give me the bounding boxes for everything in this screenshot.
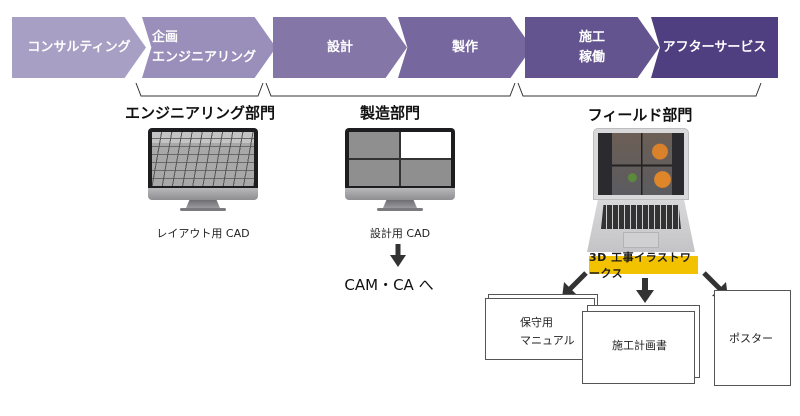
arrow-down-icon	[390, 244, 406, 267]
poster-card	[714, 290, 791, 386]
department-title-field: フィールド部門	[587, 106, 693, 124]
design-cad-screen	[349, 132, 451, 186]
process-step-label: 設計	[326, 39, 353, 55]
process-step-consulting: コンサルティング	[12, 17, 146, 78]
department-title-engineering: エンジニアリング部門	[124, 104, 275, 122]
poster-label: ポスター	[729, 332, 773, 345]
department-title-manufacturing: 製造部門	[359, 104, 420, 122]
construction-plan-card	[582, 311, 695, 384]
process-step-design: 設計	[273, 17, 407, 78]
3d-koji-illust-works-logo: 3D 工事イラストワークス	[589, 251, 698, 280]
maintenance-manual-label: 保守用 マニュアル	[520, 316, 575, 347]
construction-plan-label: 施工計画書	[612, 339, 667, 352]
process-step-planning-engineering: 企画 エンジニアリング	[142, 17, 276, 78]
process-step-label: 製作	[451, 39, 478, 55]
process-step-label: 企画 エンジニアリング	[152, 29, 257, 65]
laptop-icon	[587, 128, 695, 253]
arrow-down-icon	[636, 278, 654, 303]
caption-layout-cad: レイアウト用 CAD	[156, 227, 250, 240]
process-step-manufacturing: 製作	[398, 17, 532, 78]
bracket-field	[517, 82, 762, 97]
bracket-engineering	[135, 82, 264, 97]
caption-design-cad: 設計用 CAD	[369, 227, 431, 240]
process-step-label: コンサルティング	[27, 39, 131, 55]
layout-cad-screen	[152, 132, 254, 186]
process-step-after-service: アフターサービス	[651, 17, 778, 78]
bracket-manufacturing	[265, 82, 516, 97]
process-step-construction-operation: 施工 稼働	[525, 17, 659, 78]
3d-illustration-screen	[598, 133, 684, 195]
next-process-text: CAM・CA へ	[344, 276, 434, 294]
process-step-label: 施工 稼働	[578, 29, 605, 65]
maintenance-manual-card	[485, 298, 595, 360]
process-step-label: アフターサービス	[662, 39, 767, 55]
department-brackets	[135, 82, 762, 97]
